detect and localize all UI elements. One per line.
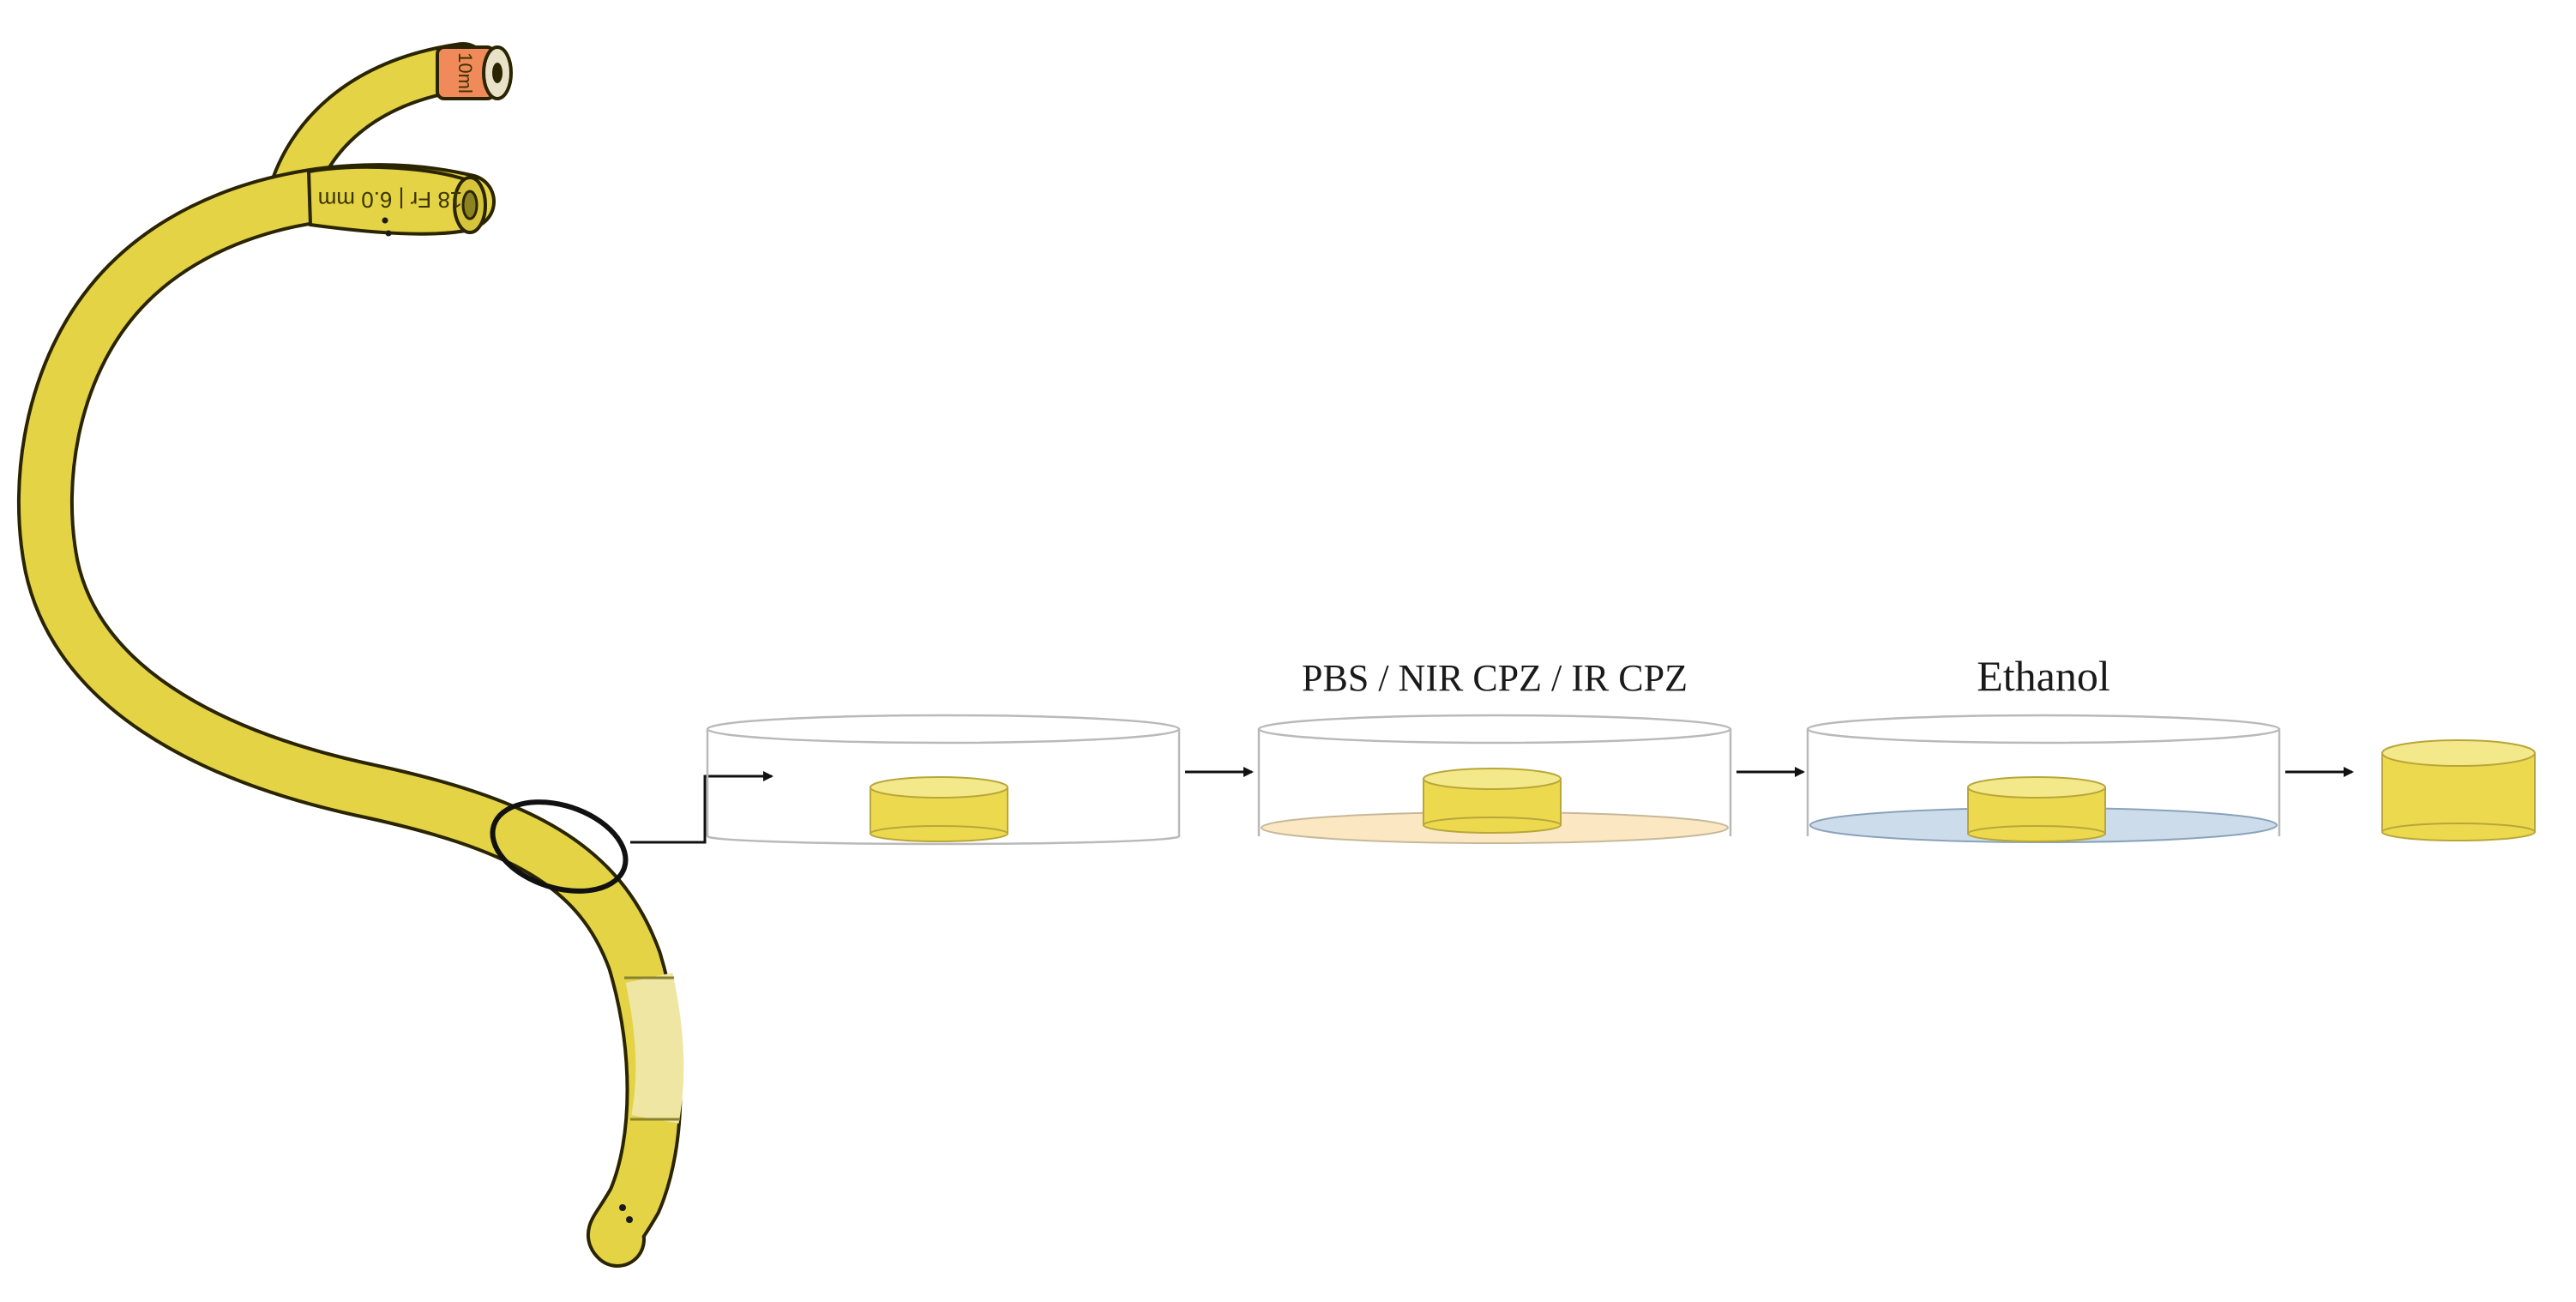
catheter-sample-disc [870,776,1008,842]
catheter-size-label: 18 Fr | 6.0 mm [318,187,463,213]
catheter-sample-disc [1423,768,1562,834]
step-label-pbs-cpz: PBS / NIR CPZ / IR CPZ [1302,657,1688,699]
balloon-inflation-valve: 10ml [436,45,513,100]
connector-line-catheter-to-dish [630,771,773,844]
catheter-sample-disc [1967,776,2106,842]
tip-eyelet-dot [619,1204,626,1211]
petri-dish-ethanol: Ethanol [1806,652,2281,843]
drainage-funnel: 18 Fr | 6.0 mm [306,165,487,237]
balloon-volume-label: 10ml [454,52,476,93]
final-coated-sample-disc [2381,739,2536,841]
step-label-ethanol: Ethanol [1977,652,2110,700]
tip-eyelet-dot [626,1216,633,1223]
foley-catheter: 18 Fr | 6.0 mm 10ml [16,42,684,1268]
catheter-balloon-section [625,973,684,1124]
catheter-shaft [20,166,679,1264]
petri-dish-empty [706,714,1181,846]
petri-dish-pbs-cpz: PBS / NIR CPZ / IR CPZ [1257,657,1732,844]
cut-segment-highlight [490,799,629,894]
